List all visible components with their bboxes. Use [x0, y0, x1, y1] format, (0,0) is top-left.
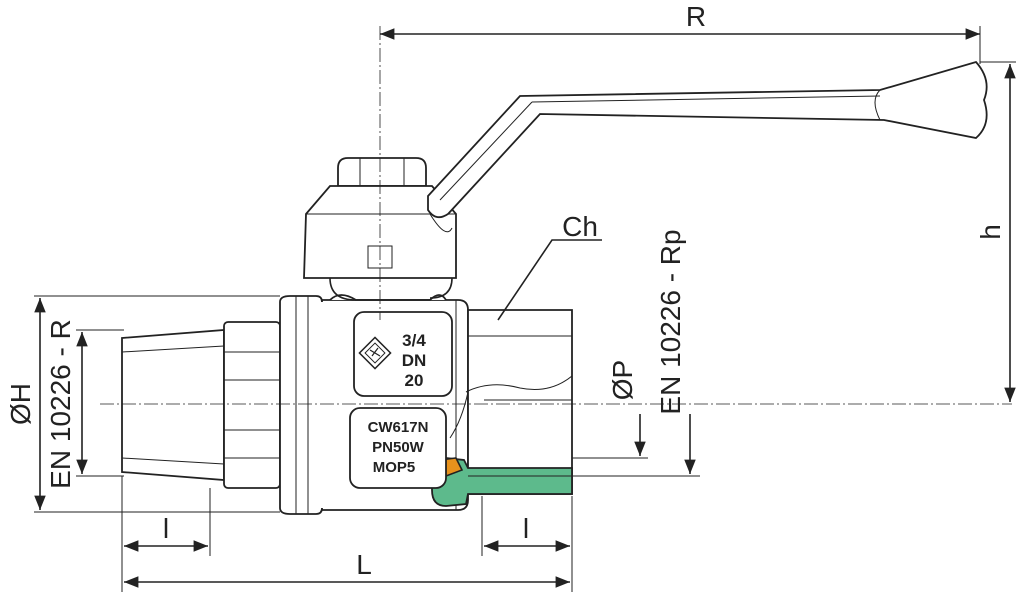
marking-size: 3/4 [402, 331, 426, 350]
extension-lines [34, 26, 1016, 592]
dim-male-thread-label: EN 10226 - R [45, 319, 76, 489]
dim-Ch-leader [497, 239, 602, 321]
marking-dn-value: 20 [405, 371, 424, 390]
dim-L-label: L [356, 549, 372, 580]
dim-Ch-label: Ch [562, 211, 598, 242]
dim-h-label: h [975, 224, 1006, 240]
dimension-lines [34, 28, 1016, 588]
material-line-3: MOP5 [373, 459, 416, 476]
stem-nut [337, 157, 427, 187]
dim-R-label: R [686, 1, 706, 32]
dim-female-thread-label: EN 10226 - Rp [655, 229, 686, 414]
brand-logo-icon [358, 336, 392, 370]
marking-dn-label: DN [402, 351, 427, 370]
centerlines [100, 26, 1012, 405]
material-line-1: CW617N [368, 419, 429, 436]
dimension-labels: R h Ch ØH EN 10226 - R ØP EN 10226 - Rp … [5, 1, 1006, 580]
dim-OP-label: ØP [607, 360, 638, 400]
dim-OH-label: ØH [5, 383, 36, 425]
dim-l-left-label: l [163, 513, 169, 544]
male-thread-end [121, 329, 225, 481]
female-thread-end [467, 309, 573, 495]
marking-plate-upper [353, 311, 453, 397]
hex-section [223, 321, 281, 489]
material-line-2: PN50W [372, 439, 425, 456]
dim-l-right-label: l [523, 513, 529, 544]
marking-plate-lower [349, 407, 447, 489]
handle-lever [427, 60, 988, 219]
valve-body-group [121, 60, 988, 515]
body-markings: 3/4 DN 20 CW617N PN50W MOP5 [368, 331, 429, 476]
